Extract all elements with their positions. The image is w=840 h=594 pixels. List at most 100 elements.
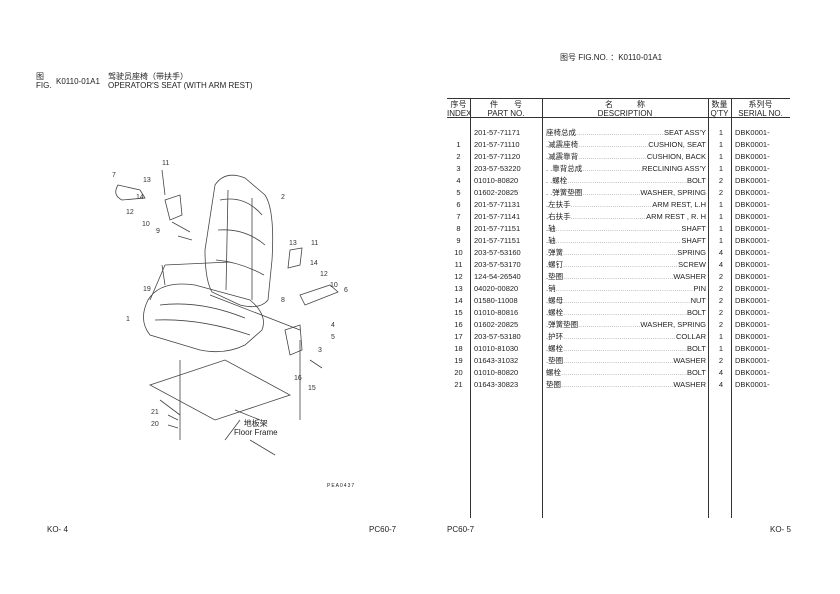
row-serial: DBK0001- — [735, 320, 770, 329]
row-part-no: 203-57-53180 — [474, 332, 521, 341]
row-part-no: 203-57-53160 — [474, 248, 521, 257]
row-serial: DBK0001- — [735, 200, 770, 209]
row-desc-en: SPRING — [677, 248, 706, 257]
row-part-no: 201-57-71141 — [474, 212, 521, 221]
row-index: 1 — [456, 140, 461, 149]
row-qty: 1 — [718, 212, 724, 221]
row-description: 螺栓......................................… — [546, 367, 706, 379]
header-desc-en: DESCRIPTION — [597, 109, 653, 118]
row-index: 11 — [454, 260, 463, 269]
row-description: . . 靠背总成................................… — [546, 163, 706, 175]
row-indent: . — [546, 272, 549, 281]
leader-dots: ........................................… — [563, 248, 678, 257]
leader-dots: ........................................… — [578, 152, 647, 161]
row-desc-cn: 减震座椅 — [548, 140, 579, 149]
row-indent: . . — [546, 164, 553, 173]
title-cn: 驾驶员座椅（带扶手） — [108, 72, 188, 81]
row-description: . 右扶手...................................… — [546, 211, 706, 223]
row-description: . 轴.....................................… — [546, 235, 706, 247]
row-part-no: 01643-31032 — [474, 356, 519, 365]
callout-3: 3 — [318, 347, 322, 354]
row-index: 18 — [454, 344, 463, 353]
model-right: PC60-7 — [447, 525, 475, 534]
leader-dots: ........................................… — [555, 284, 694, 293]
row-part-no: 201-57-71110 — [474, 140, 520, 149]
drawing-code: PEA0437 — [327, 483, 356, 489]
row-index: 20 — [454, 368, 463, 377]
row-description: . 减震座椅..................................… — [546, 139, 706, 151]
table-row: 1 201-57-71110 . 减震座椅.....................… — [447, 139, 790, 151]
row-serial: DBK0001- — [735, 368, 770, 377]
row-serial: DBK0001- — [735, 248, 770, 257]
row-serial: DBK0001- — [735, 188, 770, 197]
row-serial: DBK0001- — [735, 260, 770, 269]
header-part-en: PART NO. — [487, 109, 525, 118]
row-qty: 2 — [718, 188, 724, 197]
callout-15: 15 — [308, 385, 316, 392]
callout-21: 21 — [151, 409, 159, 416]
leader-dots: ........................................… — [582, 188, 640, 197]
row-part-no: 01010-80816 — [474, 308, 519, 317]
floor-frame-label: 地板架 Floor Frame — [234, 419, 278, 437]
row-serial: DBK0001- — [735, 176, 770, 185]
row-part-no: 201-57-71131 — [474, 200, 521, 209]
row-qty: 1 — [718, 224, 724, 233]
row-desc-cn: 弹簧 — [548, 248, 564, 257]
row-part-no: 01580-11008 — [474, 296, 518, 305]
callout-7: 7 — [112, 172, 116, 179]
row-description: . 螺栓....................................… — [546, 307, 706, 319]
row-part-no: 203-57-53170 — [474, 260, 521, 269]
row-description: . 螺钉....................................… — [546, 259, 706, 271]
row-part-no: 124-54-26540 — [474, 272, 521, 281]
row-qty: 2 — [718, 308, 724, 317]
fig-label: 图 FIG. — [36, 72, 52, 90]
leader-dots: ........................................… — [578, 140, 648, 149]
row-desc-cn: 销 — [548, 284, 556, 293]
header-desc-cn: 名 称 — [605, 100, 645, 109]
row-qty: 1 — [718, 236, 724, 245]
row-serial: DBK0001- — [735, 140, 770, 149]
row-serial: DBK0001- — [735, 284, 770, 293]
row-description: . 销.....................................… — [546, 283, 706, 295]
row-desc-cn: 螺栓 — [548, 344, 564, 353]
callout-13b: 13 — [289, 240, 297, 247]
row-index: 19 — [454, 356, 463, 365]
row-qty: 4 — [718, 380, 724, 389]
leader-dots: ........................................… — [561, 368, 687, 377]
table-row: 11 203-57-53170 . 螺钉......................… — [447, 259, 790, 271]
leader-dots: ........................................… — [582, 164, 642, 173]
row-part-no: 203-57-53220 — [474, 164, 521, 173]
model-left: PC60-7 — [369, 525, 397, 534]
fig-header: 图号 FIG.NO. ：K0110-01A1 — [560, 53, 663, 62]
row-desc-cn: 螺栓 — [552, 176, 568, 185]
row-desc-cn: 螺钉 — [548, 260, 564, 269]
row-serial: DBK0001- — [735, 332, 770, 341]
row-part-no: 01602-20825 — [474, 320, 519, 329]
callout-12: 12 — [126, 209, 134, 216]
row-serial: DBK0001- — [735, 344, 770, 353]
callout-6: 6 — [344, 287, 348, 294]
row-description: . 减震靠背..................................… — [546, 151, 706, 163]
row-part-no: 201-57-71151 — [474, 224, 521, 233]
row-part-no: 201-57-71120 — [474, 152, 521, 161]
header-part-cn: 件 号 — [490, 100, 522, 109]
header-serial-en: SERIAL NO. — [738, 109, 783, 118]
row-desc-en: SHAFT — [681, 224, 706, 233]
row-description: . 螺栓....................................… — [546, 343, 706, 355]
row-index: 2 — [456, 152, 461, 161]
title-en: OPERATOR'S SEAT (WITH ARM REST) — [108, 81, 253, 90]
seat-exploded-drawing — [115, 169, 339, 456]
callout-10: 10 — [142, 221, 150, 228]
row-serial: DBK0001- — [735, 128, 770, 137]
row-indent: . — [546, 344, 549, 353]
row-qty: 1 — [718, 200, 724, 209]
